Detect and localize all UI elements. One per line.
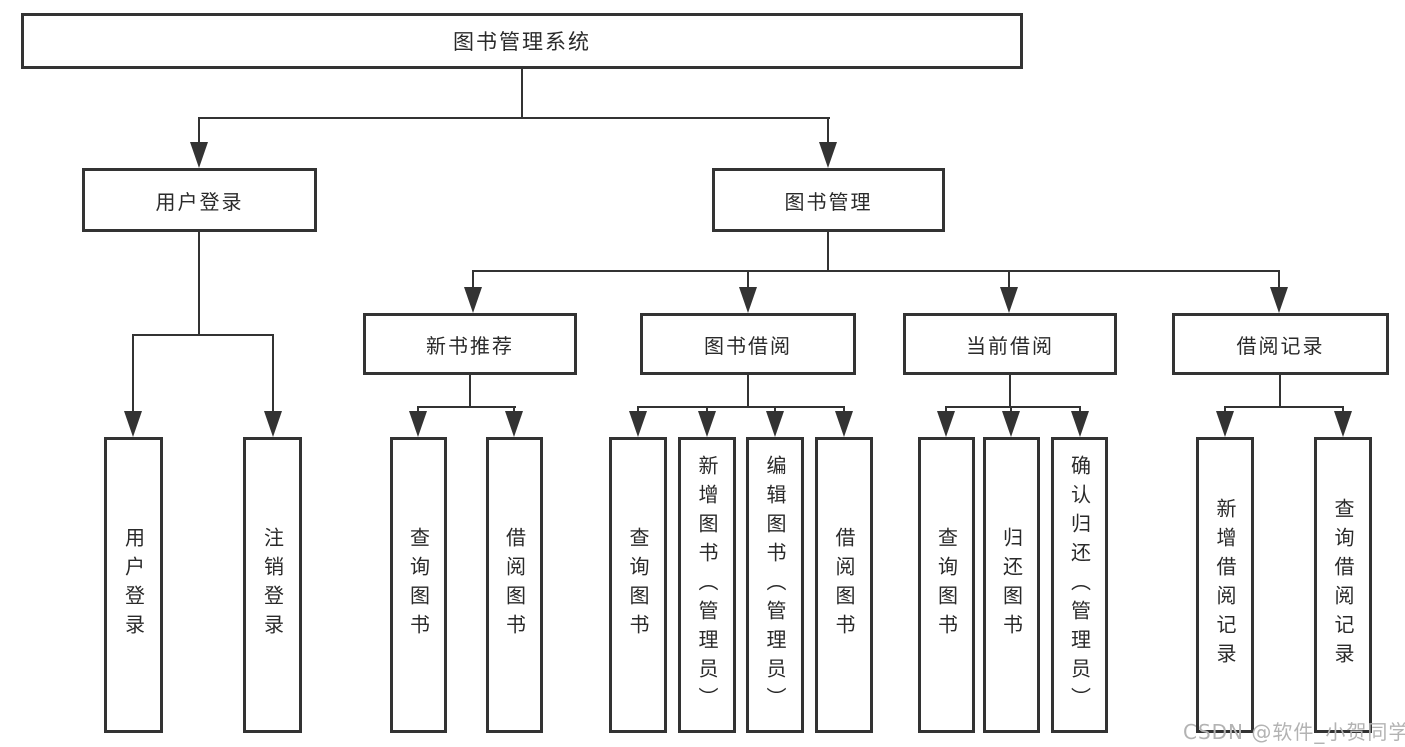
node-label: 用户登录 [155,189,244,214]
connector-drop-login-leaf [132,334,134,414]
connector-drop-current-borrow [1008,270,1010,288]
node-label: 图书管理 [784,189,873,214]
arrow-down-new-book [464,287,482,313]
connector-drop-logout-leaf [272,334,274,414]
connector-user-login-stub [198,232,200,336]
node-leaf-borrow-book-1: 借阅图书 [486,437,543,733]
connector-drop-leaf [417,406,419,414]
connector-drop-leaf [706,406,708,414]
node-label: 查询图书 [406,527,431,643]
node-label: 归还图书 [999,527,1024,643]
node-user-login: 用户登录 [82,168,317,232]
arrow-down-borrow-records [1270,287,1288,313]
node-leaf-edit-book-admin: 编辑图书（管理员） [746,437,804,733]
node-label: 借阅图书 [832,527,856,643]
connector-current-borrow-branch [945,406,1081,408]
arrow-down-leaf [505,411,523,437]
node-leaf-logout: 注销登录 [243,437,302,733]
arrow-down-book-management [819,142,837,168]
connector-drop-leaf [637,406,639,414]
arrow-down-leaf [1216,411,1234,437]
node-new-book-recommend: 新书推荐 [363,313,577,375]
node-label: 当前借阅 [966,333,1054,358]
connector-new-book-stub [469,375,471,408]
node-label: 注销登录 [260,527,285,643]
connector-level2-branch [198,117,830,119]
node-label: 新书推荐 [426,333,514,358]
node-leaf-query-borrow-record: 查询借阅记录 [1314,437,1372,733]
node-label: 编辑图书（管理员） [763,454,787,716]
connector-drop-leaf [1224,406,1226,414]
connector-drop-book-management [827,117,829,145]
node-label: 用户登录 [121,527,146,643]
arrow-down-leaf [937,411,955,437]
node-leaf-return-book: 归还图书 [983,437,1040,733]
node-leaf-query-book-3: 查询图书 [918,437,975,733]
arrow-down-leaf [1071,411,1089,437]
arrow-down-leaf [409,411,427,437]
node-book-borrow: 图书借阅 [640,313,856,375]
connector-book-borrow-branch [637,406,845,408]
node-label: 查询图书 [934,527,959,643]
arrow-down-leaf [629,411,647,437]
connector-drop-borrow-records [1278,270,1280,288]
node-book-management: 图书管理 [712,168,945,232]
node-label: 查询借阅记录 [1331,498,1355,672]
node-label: 查询图书 [626,527,650,643]
arrow-down-leaf [698,411,716,437]
node-leaf-borrow-book-2: 借阅图书 [815,437,873,733]
node-leaf-add-borrow-record: 新增借阅记录 [1196,437,1254,733]
arrow-down-current-borrow [1000,287,1018,313]
node-borrow-records: 借阅记录 [1172,313,1389,375]
connector-user-login-branch [132,334,274,336]
node-leaf-query-book-2: 查询图书 [609,437,667,733]
connector-drop-user-login [198,117,200,145]
node-leaf-add-book-admin: 新增图书（管理员） [678,437,736,733]
arrow-down-login-leaf [124,411,142,437]
arrow-down-user-login [190,142,208,168]
node-label: 新增借阅记录 [1213,498,1237,672]
connector-root-stub [521,69,523,119]
node-current-borrow: 当前借阅 [903,313,1117,375]
connector-drop-leaf [513,406,515,414]
node-label: 新增图书（管理员） [695,454,719,716]
connector-level3-branch [472,270,1280,272]
connector-drop-leaf [1342,406,1344,414]
connector-drop-leaf [1010,406,1012,414]
node-library-management-system: 图书管理系统 [21,13,1023,69]
connector-drop-leaf [945,406,947,414]
node-label: 图书借阅 [704,333,792,358]
connector-drop-book-borrow [747,270,749,288]
node-leaf-user-login: 用户登录 [104,437,163,733]
connector-new-book-branch [417,406,516,408]
connector-drop-leaf [774,406,776,414]
csdn-watermark: CSDN @软件_小贺同学 [1183,720,1405,744]
arrow-down-book-borrow [739,287,757,313]
connector-borrow-records-stub [1279,375,1281,408]
connector-book-borrow-stub [747,375,749,408]
arrow-down-leaf [835,411,853,437]
arrow-down-leaf [1002,411,1020,437]
node-leaf-query-book-1: 查询图书 [390,437,447,733]
arrow-down-leaf [766,411,784,437]
node-label: 图书管理系统 [453,30,591,54]
connector-current-borrow-stub [1009,375,1011,408]
node-label: 借阅记录 [1236,333,1325,358]
arrow-down-logout-leaf [264,411,282,437]
node-label: 确认归还（管理员） [1067,454,1092,716]
connector-drop-leaf [843,406,845,414]
node-leaf-confirm-return-admin: 确认归还（管理员） [1051,437,1108,733]
connector-drop-leaf [1079,406,1081,414]
arrow-down-leaf [1334,411,1352,437]
connector-drop-new-book [472,270,474,288]
node-label: 借阅图书 [502,527,527,643]
connector-borrow-records-branch [1224,406,1344,408]
connector-book-management-stub [827,232,829,272]
